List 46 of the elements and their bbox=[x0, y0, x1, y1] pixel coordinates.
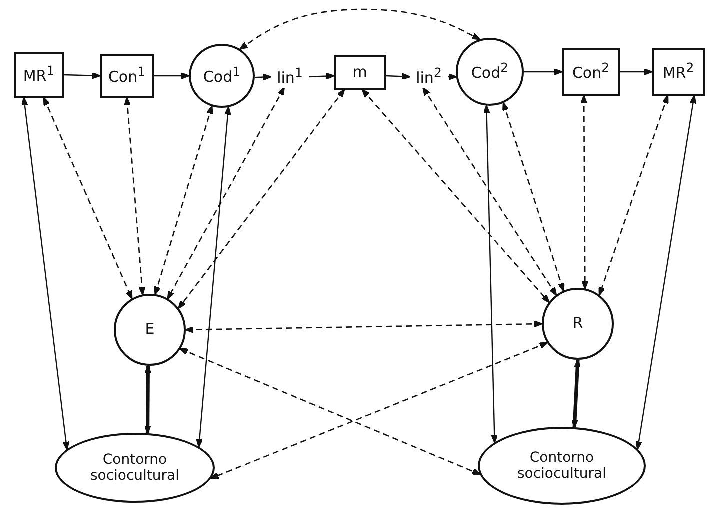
node-text: lin$^{2}$ bbox=[416, 66, 442, 88]
node-text: Con$^{1}$ bbox=[108, 65, 146, 87]
arrow bbox=[483, 104, 498, 444]
arrow bbox=[180, 348, 481, 476]
process-box bbox=[334, 55, 386, 90]
arrow bbox=[144, 364, 152, 434]
process-box bbox=[14, 52, 64, 98]
process-box bbox=[100, 54, 154, 98]
arrow bbox=[185, 320, 543, 334]
node-text: Contorno sociocultural bbox=[516, 450, 608, 482]
arrow bbox=[254, 74, 272, 81]
arrow bbox=[308, 72, 335, 80]
arrow bbox=[386, 73, 411, 80]
node-text: Cod$^{1}$ bbox=[203, 65, 241, 87]
arrow bbox=[178, 89, 346, 310]
node-text: Cod$^{2}$ bbox=[471, 61, 509, 83]
arrow bbox=[571, 359, 582, 428]
arrow bbox=[448, 74, 458, 80]
arrow bbox=[239, 8, 481, 50]
arrow bbox=[64, 72, 101, 80]
arrow bbox=[524, 68, 563, 76]
arrow bbox=[167, 87, 286, 300]
arrow bbox=[21, 97, 70, 450]
arrow bbox=[124, 97, 146, 296]
arrow bbox=[502, 102, 565, 292]
arrow bbox=[422, 87, 558, 296]
node-text: m bbox=[352, 64, 368, 82]
node-text: MR$^{1}$ bbox=[23, 64, 55, 86]
node-text: E bbox=[145, 321, 155, 339]
arrow bbox=[43, 97, 133, 300]
arrow bbox=[196, 106, 232, 448]
arrow bbox=[580, 95, 589, 290]
arrow bbox=[598, 95, 669, 296]
node-text: Con$^{2}$ bbox=[572, 61, 610, 83]
node-text: R bbox=[572, 315, 584, 333]
node-text: Contorno sociocultural bbox=[89, 452, 181, 484]
arrow bbox=[210, 342, 548, 480]
arrow bbox=[154, 106, 214, 296]
arrow bbox=[620, 68, 653, 76]
arrow bbox=[154, 72, 190, 80]
arrow bbox=[362, 89, 550, 304]
process-box bbox=[562, 48, 620, 96]
arrow bbox=[636, 95, 697, 450]
process-box bbox=[652, 48, 705, 96]
node-text: lin$^{1}$ bbox=[277, 66, 303, 88]
node-text: MR$^{2}$ bbox=[662, 61, 694, 83]
